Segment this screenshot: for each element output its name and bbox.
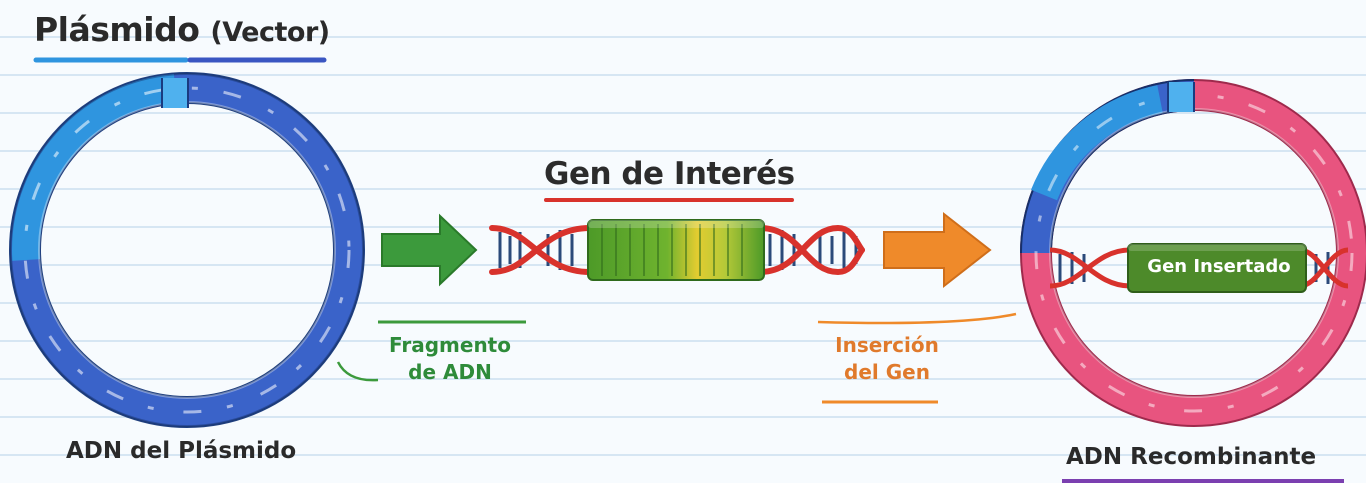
fragment-label-line1: Fragmento [388,333,511,357]
gene-segment [587,219,765,281]
inserted-dna [1049,243,1349,293]
plasmid-pointer-line [336,361,379,382]
inserted-gene-label: Gen Insertado [1147,256,1291,277]
dna-helix [489,224,865,276]
orange-arrow-icon [883,211,992,289]
recombinant-ring [1020,79,1366,427]
insertion-label: Inserción del Gen [802,332,972,386]
fragment-label: Fragmento de ADN [362,332,538,386]
gene-title: Gen de Interés [544,156,795,192]
recombinant-label: ADN Recombinante [1066,444,1317,470]
insertion-label-line2: del Gen [844,360,930,384]
title-subtext: (Vector) [210,17,330,48]
insertion-pointer-line [817,312,1017,325]
green-arrow-icon [381,213,478,287]
fragment-label-line2: de ADN [408,360,492,384]
insertion-label-line1: Inserción [835,333,939,357]
plasmid-ring [9,72,365,428]
plasmid-label: ADN del Plásmido [66,438,297,464]
diagram-title: Plásmido (Vector) [34,10,330,49]
title-text: Plásmido [34,10,200,49]
